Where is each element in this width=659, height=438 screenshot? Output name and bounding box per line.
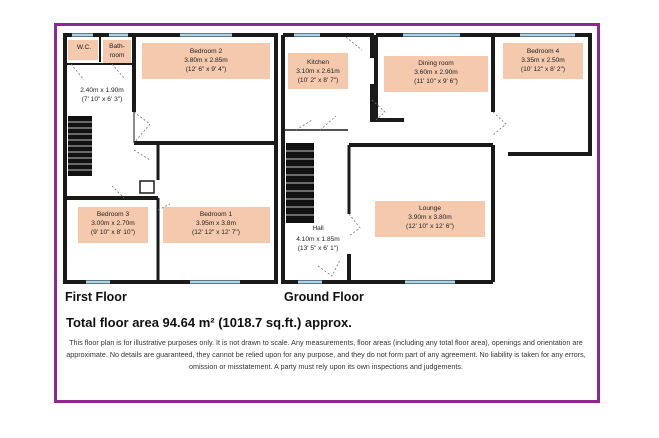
bathroom-fill xyxy=(103,40,131,64)
lounge-dims: 3.90m x 3.80m xyxy=(408,214,452,221)
bedroom4-imperial: (10' 12" x 8' 2") xyxy=(521,66,565,73)
dining-imperial: (11' 10" x 9' 6") xyxy=(414,78,458,85)
bedroom3-fill xyxy=(78,207,148,243)
ground-floor-doors xyxy=(295,36,507,277)
bedroom1-dims: 3.95m x 3.8m xyxy=(196,220,236,227)
dining-fill xyxy=(384,56,488,92)
bedroom4-dims: 3.35m x 2.50m xyxy=(521,57,565,64)
hall-dims: 4.10m x 1.85m xyxy=(296,236,340,243)
lounge-name: Lounge xyxy=(419,205,441,212)
bedroom4-fill xyxy=(503,43,583,79)
landing-dims: 2.40m x 1.90m xyxy=(80,87,124,94)
first-floor-plan: W.C. Bath- room Bedroom 2 3.80m x 2.85m … xyxy=(63,33,278,284)
first-floor-walls xyxy=(63,33,278,284)
disclaimer-text: This floor plan is for illustrative purp… xyxy=(66,338,586,372)
wc-label: W.C. xyxy=(77,44,91,51)
bedroom3-imperial: (9' 10" x 8' 10") xyxy=(91,229,135,236)
bedroom3-name: Bedroom 3 xyxy=(97,211,130,218)
bedroom3-dims: 3.00m x 2.70m xyxy=(91,220,135,227)
hall-imperial: (13' 5" x 6' 1") xyxy=(298,245,339,252)
first-floor-label: First Floor xyxy=(65,290,127,304)
kitchen-name: Kitchen xyxy=(307,59,329,66)
bedroom4-name: Bedroom 4 xyxy=(527,48,560,55)
bedroom1-imperial: (12' 12" x 12' 7") xyxy=(192,229,240,236)
bedroom2-fill xyxy=(142,43,270,79)
hall-name: Hall xyxy=(312,225,324,232)
kitchen-dims: 3.10m x 2.61m xyxy=(296,68,340,75)
landing-imperial: (7' 10" x 6' 3") xyxy=(82,96,123,103)
kitchen-imperial: (10' 2" x 8' 7") xyxy=(298,77,339,84)
page-border xyxy=(54,23,600,403)
floor-plan: W.C. Bath- room Bedroom 2 3.80m x 2.85m … xyxy=(63,33,592,284)
bathroom-label: Bath- xyxy=(109,43,125,50)
kitchen-fill xyxy=(288,53,348,89)
ground-floor-label: Ground Floor xyxy=(284,290,364,304)
lounge-fill xyxy=(375,201,485,237)
bedroom1-name: Bedroom 1 xyxy=(200,211,233,218)
total-floor-area: Total floor area 94.64 m² (1018.7 sq.ft.… xyxy=(66,315,352,330)
bedroom1-fill xyxy=(163,207,270,243)
lounge-imperial: (12' 10" x 12' 6") xyxy=(406,223,454,230)
first-floor-stairs xyxy=(68,116,92,176)
bedroom2-name: Bedroom 2 xyxy=(190,48,223,55)
ground-floor-windows xyxy=(294,33,575,284)
bedroom2-imperial: (12' 6" x 9' 4") xyxy=(186,66,227,73)
bedroom2-dims: 3.80m x 2.85m xyxy=(184,57,228,64)
first-floor-doors xyxy=(70,63,171,211)
ground-floor-stairs xyxy=(286,143,314,223)
wc-fill xyxy=(68,40,98,60)
dining-dims: 3.60m x 2.90m xyxy=(414,69,458,76)
first-floor-windows xyxy=(72,33,240,284)
dining-name: Dining room xyxy=(418,60,454,67)
ground-floor-plan: Kitchen 3.10m x 2.61m (10' 2" x 8' 7") D… xyxy=(281,33,592,284)
ground-floor-walls xyxy=(281,33,592,284)
bathroom-label-2: room xyxy=(109,52,125,59)
